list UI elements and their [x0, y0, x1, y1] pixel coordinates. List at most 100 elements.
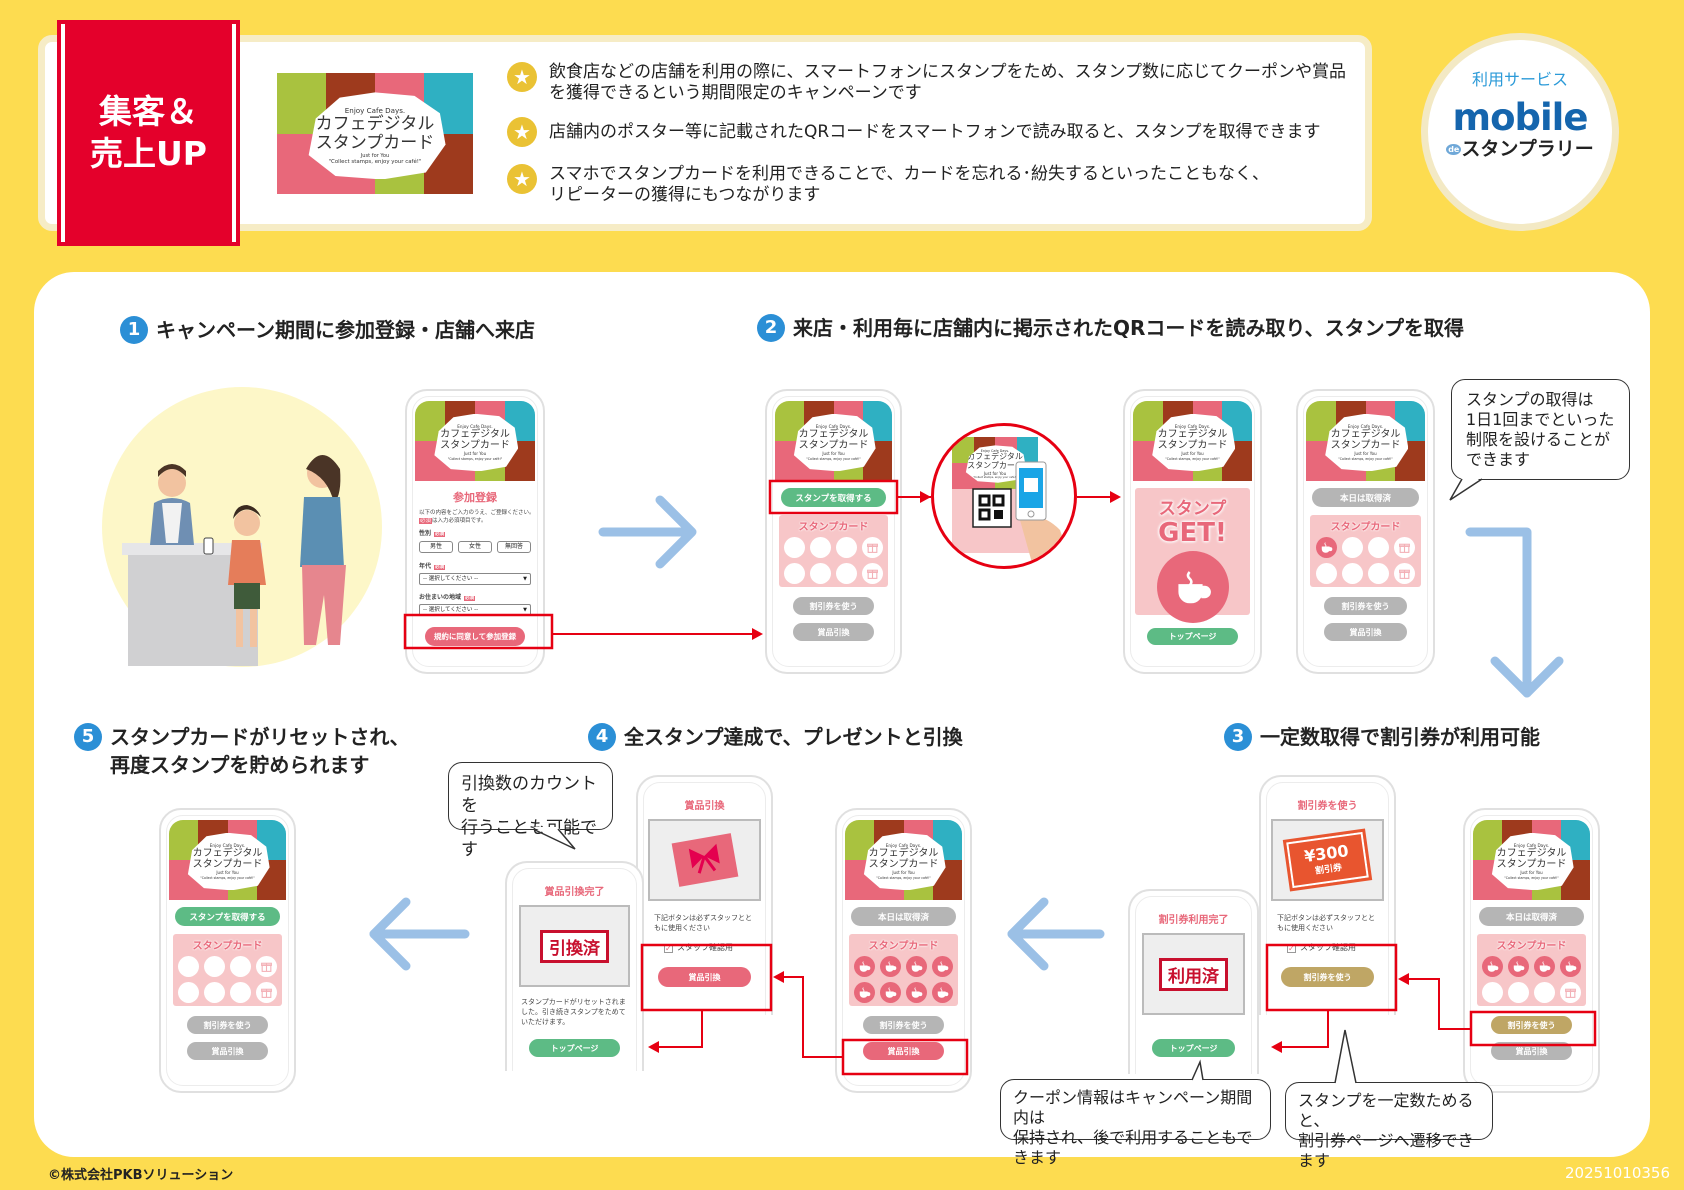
already-got-button[interactable]: 本日は取得済	[1479, 907, 1584, 926]
use-coupon-button[interactable]: 割引券を使う	[1324, 597, 1407, 615]
stamp-grid	[1477, 956, 1586, 1003]
stamp-slot-gift	[256, 956, 277, 977]
bullet-text: を獲得できるという期間限定のキャンペーンです	[549, 83, 922, 103]
banner-tile	[952, 437, 974, 463]
stamp-slot-empty	[178, 956, 199, 977]
banner-title-2: スタンプカード	[440, 440, 510, 452]
required-badge: 必須	[434, 565, 446, 570]
banner-title-1: カフェデジタル	[1157, 429, 1228, 441]
banner-title-1: カフェデジタル	[1330, 429, 1401, 441]
stamp-slot-gift	[1394, 537, 1415, 558]
prize-redeemed-phone: 賞品引換完了引換済スタンプカードがリセットされました。引き続きスタンプをためてい…	[505, 861, 644, 1071]
coffee-cup-icon	[911, 961, 923, 972]
banner-tagline-small: Just for You	[463, 451, 487, 457]
redeem-button[interactable]: 賞品引換	[793, 623, 874, 641]
redeem-confirm-button[interactable]: 賞品引換	[658, 967, 751, 987]
stamp-slot-empty	[1534, 982, 1555, 1003]
gift-icon	[1565, 988, 1576, 998]
use-coupon-button[interactable]: 割引券を使う	[187, 1016, 268, 1034]
required-note: は入力必須項目です。	[432, 518, 487, 524]
banner-title-1: カフェデジタル	[192, 848, 263, 860]
stamp-get-line-2: GET!	[1158, 518, 1227, 548]
use-coupon-button[interactable]: 割引券を使う	[863, 1016, 944, 1034]
tag-line-1: 集客＆	[99, 92, 198, 131]
redeem-button[interactable]: 賞品引換	[863, 1042, 944, 1060]
use-coupon-button[interactable]: 割引券を使う	[1491, 1016, 1572, 1034]
used-stamp: 引換済	[540, 929, 609, 963]
staff-check-row[interactable]: ✓スタッフ確認用	[1287, 943, 1356, 953]
stamp-slot-empty	[784, 537, 805, 558]
already-got-button[interactable]: 本日は取得済	[1312, 488, 1419, 507]
stamp-card: スタンプカード	[1310, 515, 1421, 587]
banner-enjoy: Enjoy Cafe Days.	[1174, 424, 1211, 430]
bullet-text: 飲食店などの店舗を利用の際に、スマートフォンにスタンプをため、スタンプ数に応じて…	[549, 62, 1346, 82]
gift-icon	[1399, 543, 1410, 553]
banner-tagline-small: Just for You	[1181, 451, 1204, 457]
coffee-cup-icon	[937, 961, 949, 972]
banner-title-1: カフェデジタル	[798, 429, 869, 441]
logo-prefix: de	[1446, 143, 1462, 155]
banner-title-2: スタンプカード	[868, 859, 939, 871]
stamp-slot-stamp	[1316, 537, 1337, 558]
step-title-text: キャンペーン期間に参加登録・店舗へ来店	[156, 318, 535, 342]
coffee-cup-icon	[1321, 542, 1333, 553]
required-badge: 必須	[464, 596, 476, 601]
banner-enjoy: Enjoy Cafe Days.	[209, 843, 246, 849]
coffee-cup-icon	[859, 987, 871, 998]
banner-title-1: カフェデジタル	[315, 114, 435, 135]
step-number: 5	[74, 723, 102, 751]
select-dropdown[interactable]: -- 選択してください --▼	[419, 573, 531, 585]
stamp-slot-stamp	[854, 956, 875, 977]
stamp-slot-empty	[1368, 537, 1389, 558]
banner-title-1: カフェデジタル	[967, 452, 1023, 462]
top-page-button[interactable]: トップページ	[1147, 628, 1238, 645]
gender-option-button[interactable]: 女性	[458, 541, 492, 553]
feature-bullet: ★ 店舗内のポスター等に記載されたQRコードをスマートフォンで読み取ると、スタン…	[507, 117, 1321, 147]
copyright: ©株式会社PKBソリューション	[48, 1168, 234, 1183]
checkbox-checked-icon[interactable]: ✓	[1287, 943, 1296, 953]
gender-option-button[interactable]: 男性	[419, 541, 453, 553]
stamp-slot-empty	[204, 982, 225, 1003]
register-submit-button[interactable]: 規約に同意して参加登録	[425, 627, 525, 646]
redeem-button[interactable]: 賞品引換	[187, 1042, 268, 1060]
use-coupon-confirm-button[interactable]: 割引券を使う	[1281, 967, 1374, 987]
redeem-button[interactable]: 賞品引換	[1491, 1042, 1572, 1060]
stamp-slot-empty	[178, 982, 199, 1003]
field-label: 年代必須	[419, 562, 446, 573]
stamp-slot-stamp	[932, 956, 953, 977]
stamp-slot-empty	[810, 563, 831, 584]
gift-image	[648, 819, 761, 901]
coffee-cup-icon	[859, 961, 871, 972]
get-stamp-button[interactable]: スタンプを取得する	[175, 907, 280, 926]
checkbox-checked-icon[interactable]: ✓	[664, 943, 673, 953]
field-label: お住まいの地域必須	[419, 593, 476, 604]
stamp-slot-empty	[204, 956, 225, 977]
coffee-cup-icon	[937, 987, 949, 998]
redeem-button[interactable]: 賞品引換	[1324, 623, 1407, 641]
callout-line: 制限を設けることが	[1466, 430, 1611, 449]
get-stamp-button[interactable]: スタンプを取得する	[781, 488, 886, 507]
already-got-button[interactable]: 本日は取得済	[851, 907, 956, 926]
staff-check-row[interactable]: ✓スタッフ確認用	[664, 943, 733, 953]
stamp-grid	[779, 537, 888, 584]
use-coupon-button[interactable]: 割引券を使う	[793, 597, 874, 615]
gender-option-button[interactable]: 無回答	[497, 541, 531, 553]
star-icon: ★	[507, 117, 537, 147]
header-tag: 集客＆ 売上UP	[57, 20, 240, 246]
top-page-button[interactable]: トップページ	[529, 1039, 620, 1057]
banner-tagline-small: Just for You	[216, 870, 239, 876]
bullet-text: リピーターの獲得にもつながります	[549, 185, 821, 205]
banner-enjoy: Enjoy Cafe Days.	[1513, 843, 1550, 849]
reset-message: スタンプカードがリセットされました。引き続きスタンプをためていただけます。	[521, 998, 626, 1026]
select-dropdown[interactable]: -- 選択してください --▼	[419, 604, 531, 616]
coffee-cup-icon	[1565, 961, 1577, 972]
gift-box-icon	[671, 833, 738, 887]
top-page-button[interactable]: トップページ	[1152, 1039, 1235, 1057]
